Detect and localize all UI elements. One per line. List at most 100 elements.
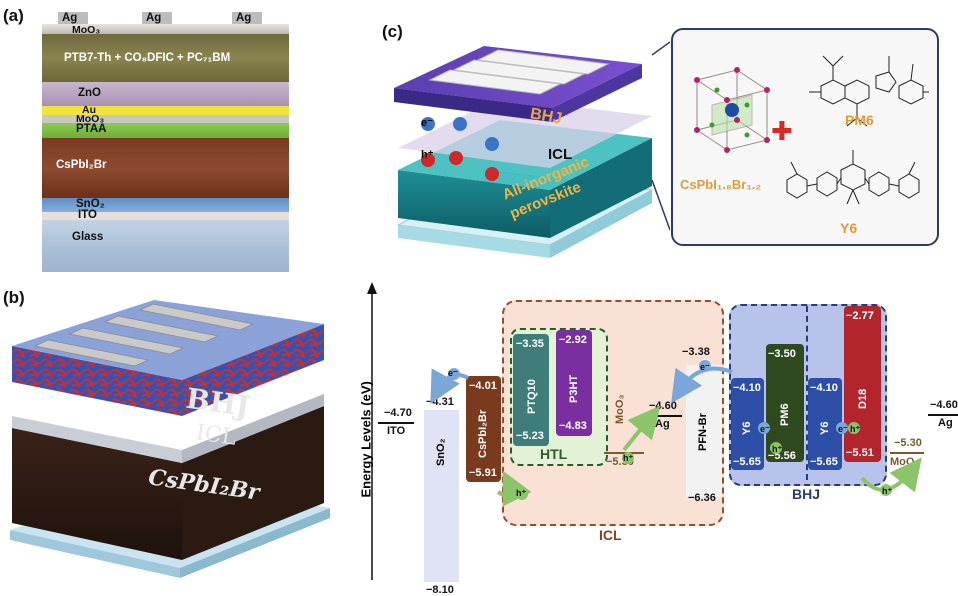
device-3d-illustration (394, 41, 670, 258)
bhj-front-face (394, 88, 552, 122)
electrode-stripe-3 (476, 49, 610, 75)
moo3-2-layer (42, 115, 289, 123)
perovskite-formula: CsPbI₁.₈Br₁.₂ (680, 177, 762, 192)
ptq10-bar (513, 334, 549, 446)
electrode-stripe-1 (428, 69, 562, 95)
ito-level-value: −4.70 (384, 407, 412, 419)
glass-front-face (398, 225, 550, 258)
carrier-arrows (430, 360, 922, 507)
y6-2-top-value: −4.10 (810, 382, 838, 394)
y6-1-top-value: −4.10 (733, 382, 761, 394)
glass-label: Glass (72, 231, 104, 243)
plus-icon: ✚ (771, 116, 793, 146)
ag-1-level-line (646, 415, 682, 417)
ag-2-name: Ag (938, 417, 953, 429)
perovskite-front-face (398, 170, 550, 238)
d18-bottom-value: −5.51 (846, 447, 874, 459)
perovskite-layer (42, 138, 289, 198)
glass-side-face (550, 190, 652, 258)
ptq10-bottom-value: −5.23 (516, 430, 544, 442)
electron-label-2: e⁻ (700, 362, 710, 372)
bhj-divider (806, 306, 808, 480)
bhj-region-label: BHJ (792, 486, 821, 502)
hole-label-4: h⁺ (850, 424, 861, 434)
moo3-2-level-line (890, 452, 924, 454)
htl-region-label: HTL (540, 446, 568, 462)
ag-contact-1 (58, 12, 88, 24)
bhj-front-b (12, 346, 182, 416)
ptq10-top-value: −3.35 (516, 338, 544, 350)
glass-side-b (180, 508, 330, 578)
bhj-layer (42, 34, 289, 82)
perovskite-side-b (182, 406, 324, 560)
hole-label-2: h⁺ (623, 453, 634, 463)
perovskite-front-b (12, 428, 182, 560)
carrier-dots (448, 360, 892, 500)
electron-label-4: e⁻ (838, 424, 848, 434)
y6-1-bottom-value: −5.65 (733, 456, 761, 468)
au-layer (42, 106, 289, 115)
icl-front-b (12, 416, 182, 463)
inset-connector-bottom (651, 179, 670, 231)
bhj-side-b (182, 324, 324, 416)
pm6-top-value: −3.50 (768, 348, 796, 360)
perovskite-side-face (550, 138, 652, 238)
energy-axes (367, 282, 377, 580)
layer-stack: Ag Ag Ag MoO₃ PTB7-Th + CO₈DFIC + PC₇₁BM… (42, 12, 289, 272)
pm6-structure-icon (809, 55, 929, 127)
y6-structure-icon (786, 150, 920, 205)
electron-label-3: e⁻ (760, 424, 770, 434)
panel-b-icl-label: ICL (194, 420, 238, 451)
pfn-bottom-value: −6.36 (688, 492, 716, 504)
sno2-bar (424, 410, 459, 582)
sno2-label: SnO₂ (76, 198, 105, 210)
electron-drop-3 (485, 137, 499, 151)
ito-layer (42, 212, 289, 220)
pm6-label: PM6 (845, 112, 874, 128)
ag-label-1: Ag (62, 12, 78, 24)
materials-inset: ✚ CsPbI₁.₈Br₁.₂ PM6 Y6 (671, 28, 939, 246)
ag-label-2: Ag (146, 12, 162, 24)
ag-label-3: Ag (236, 12, 252, 24)
hole-arrow-cspbi2br (496, 470, 532, 507)
icl-side-b (182, 394, 324, 463)
y6-1-bar (731, 378, 764, 470)
ag-2-level-line (928, 414, 958, 416)
inset-connector-top (651, 41, 670, 56)
moo3-2-label: MoO₃ (76, 113, 105, 125)
zno-label: ZnO (78, 87, 101, 99)
au-label: Au (82, 104, 96, 116)
y6-2-bottom-value: −5.65 (810, 456, 838, 468)
hole-label-3: h⁺ (772, 444, 783, 454)
energy-axis-arrow (367, 282, 377, 294)
hole-label-5: h⁺ (882, 486, 893, 496)
glass-front-b (10, 530, 180, 578)
device-3d-render (10, 300, 330, 578)
glass-layer (42, 220, 289, 272)
sno2-layer (42, 198, 289, 212)
cspbi2br-bottom-value: −5.91 (469, 467, 497, 479)
panel-c-label: (c) (382, 22, 403, 41)
panel-c-hole-label: h⁺ (421, 149, 434, 161)
ag-2-value: −4.60 (930, 399, 958, 411)
bhj-top-b (12, 300, 324, 380)
hole-arrow-htl (622, 405, 661, 452)
icl-layer (398, 98, 652, 168)
moo3-label: MoO₃ (72, 24, 101, 36)
hole-drop-3 (485, 167, 499, 181)
ito-level-name: ITO (387, 425, 406, 437)
d18-top-value: −2.77 (846, 310, 874, 322)
moo3-1-level-line (604, 452, 644, 454)
cspbi2br-top-value: −4.01 (469, 380, 497, 392)
ag-fingers-b (33, 303, 255, 367)
moo3-layer (42, 24, 289, 34)
moo3-2-value: −5.30 (894, 437, 922, 449)
p3ht-top-value: −2.92 (559, 334, 587, 346)
ag-contact-3 (232, 12, 262, 24)
ito-label: ITO (78, 209, 97, 221)
pm6-bar (766, 344, 804, 462)
icl-region-label: ICL (599, 527, 622, 543)
electron-drop-2 (453, 117, 467, 131)
hole-drop-2 (449, 151, 463, 165)
panel-b-label: (b) (3, 288, 25, 307)
